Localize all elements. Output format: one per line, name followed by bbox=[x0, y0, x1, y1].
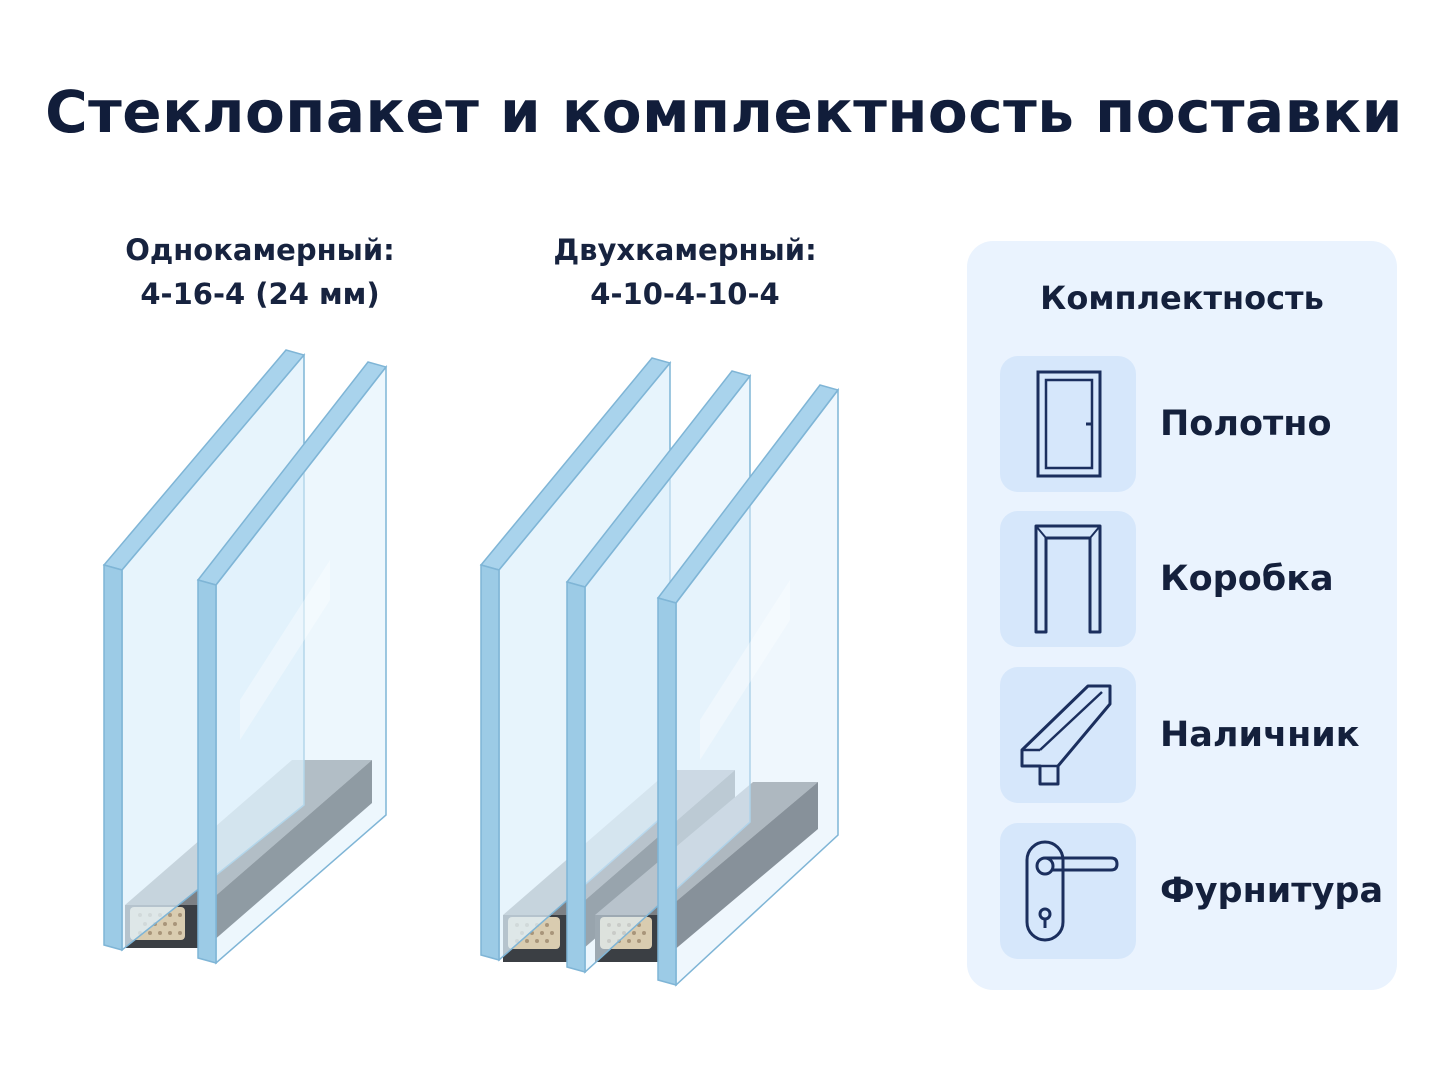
kit-item-label: Фурнитура bbox=[1160, 871, 1384, 911]
double-chamber-label: Двухкамерный: 4-10-4-10-4 bbox=[520, 228, 850, 316]
double-chamber-name: Двухкамерный: bbox=[553, 233, 817, 267]
kit-item-door-handle: Фурнитура bbox=[1000, 823, 1384, 959]
glass-pane bbox=[196, 361, 388, 965]
kit-item-label: Наличник bbox=[1160, 715, 1360, 755]
kit-item-door-casing: Наличник bbox=[1000, 667, 1380, 803]
single-chamber-formula: 4-16-4 (24 мм) bbox=[140, 277, 380, 311]
kit-item-label: Полотно bbox=[1160, 404, 1332, 444]
single-chamber-unit bbox=[102, 349, 388, 965]
door-handle-icon bbox=[1000, 823, 1136, 959]
kit-panel: Комплектность Полотно Коробка bbox=[967, 241, 1397, 990]
double-chamber-unit bbox=[479, 357, 840, 987]
kit-item-door-leaf: Полотно bbox=[1000, 356, 1380, 492]
page-title: Стеклопакет и комплектность поставки bbox=[45, 78, 1403, 146]
door-leaf-icon bbox=[1000, 356, 1136, 492]
door-frame-icon bbox=[1000, 511, 1136, 647]
glass-pane bbox=[656, 384, 840, 987]
glazing-illustration bbox=[102, 349, 840, 987]
door-casing-icon bbox=[1000, 667, 1136, 803]
kit-item-label: Коробка bbox=[1160, 559, 1334, 599]
single-chamber-name: Однокамерный: bbox=[125, 233, 395, 267]
double-chamber-formula: 4-10-4-10-4 bbox=[590, 277, 780, 311]
single-chamber-label: Однокамерный: 4-16-4 (24 мм) bbox=[95, 228, 425, 316]
kit-title: Комплектность bbox=[1040, 279, 1324, 317]
kit-item-door-frame: Коробка bbox=[1000, 511, 1380, 647]
